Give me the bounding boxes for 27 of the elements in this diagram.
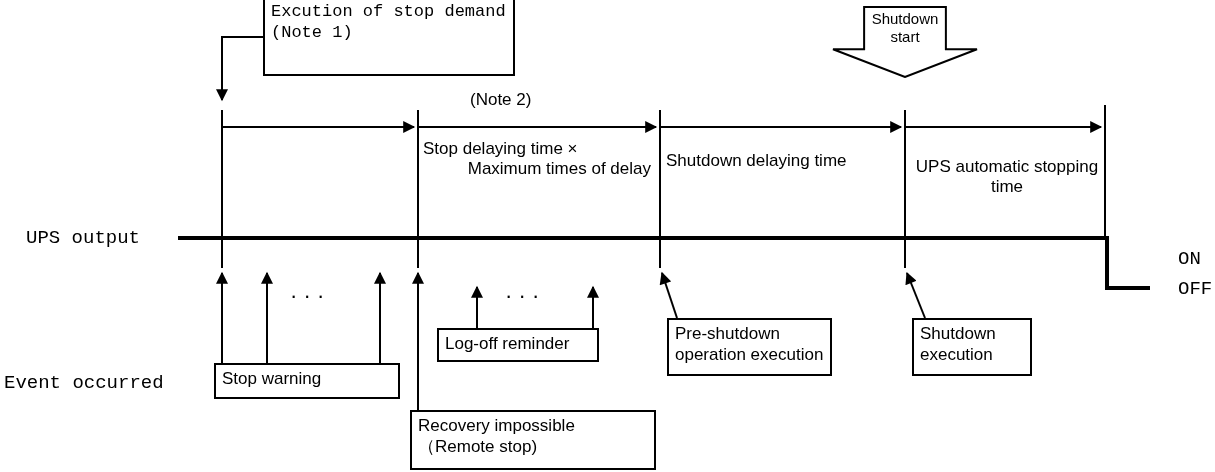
duration-label: Stop delaying time × Maximum times of delay (423, 139, 651, 179)
ellipsis-dots: · · · (505, 283, 541, 308)
arrow-label: Shutdown start (870, 10, 940, 46)
event-box: Recovery impossible （Remote stop) (410, 410, 656, 470)
event-box: Shutdown execution (912, 318, 1032, 376)
ellipsis-dots: · · · (290, 283, 326, 308)
event-box: Stop warning (214, 363, 400, 399)
block-arrow (832, 6, 978, 78)
signal-label: UPS output (26, 227, 142, 249)
arrow (261, 271, 273, 364)
note-box: Excution of stop demand (Note 1) (263, 0, 515, 76)
event-box: Log-off reminder (437, 328, 599, 362)
arrow (587, 285, 599, 329)
note-label: (Note 2) (470, 90, 533, 110)
state-label: OFF (1178, 278, 1214, 300)
duration-label: UPS automatic stopping time (914, 157, 1100, 197)
row-label: Event occurred (4, 372, 165, 394)
arrow (905, 271, 926, 319)
arrow (659, 271, 678, 319)
arrow (216, 271, 228, 364)
event-box: Pre-shutdown operation execution (667, 318, 832, 376)
arrow (412, 271, 424, 411)
arrow (374, 271, 386, 364)
arrow (216, 36, 264, 102)
duration-label: Shutdown delaying time (666, 151, 848, 171)
state-label: ON (1178, 248, 1202, 270)
arrow (471, 285, 483, 329)
